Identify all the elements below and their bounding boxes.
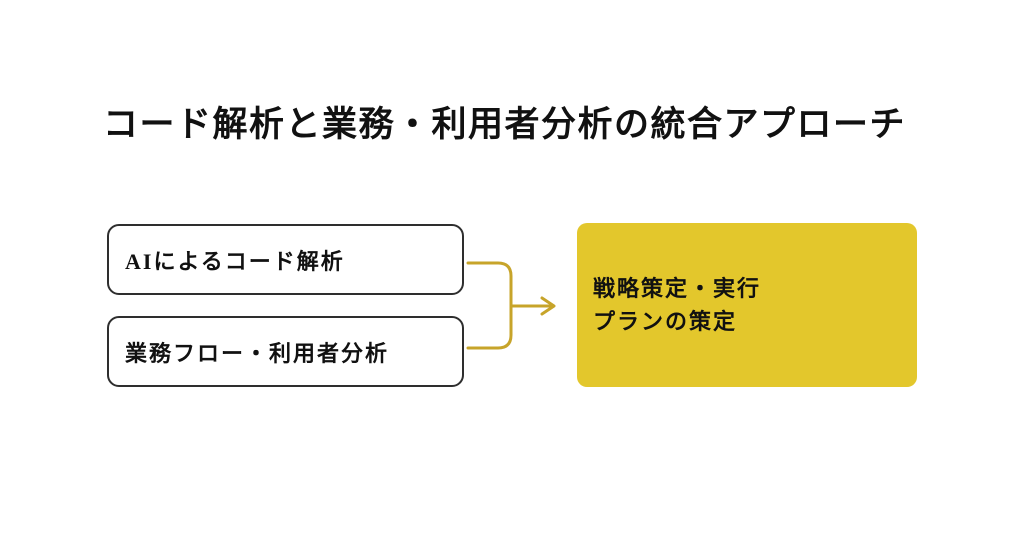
result-box-strategy-line1: 戦略策定・実行 [593,276,762,301]
source-box-code-analysis-label: AIによるコード解析 [125,248,345,274]
source-box-code-analysis: AIによるコード解析 [107,224,464,295]
source-box-business-flow-label: 業務フロー・利用者分析 [125,340,390,366]
page-title: コード解析と業務・利用者分析の統合アプローチ [103,105,907,144]
result-box-strategy: 戦略策定・実行 プランの策定 [577,223,917,387]
merge-arrow-icon [466,261,556,350]
result-box-strategy-line2: プランの策定 [593,309,738,334]
source-box-business-flow: 業務フロー・利用者分析 [107,316,464,387]
